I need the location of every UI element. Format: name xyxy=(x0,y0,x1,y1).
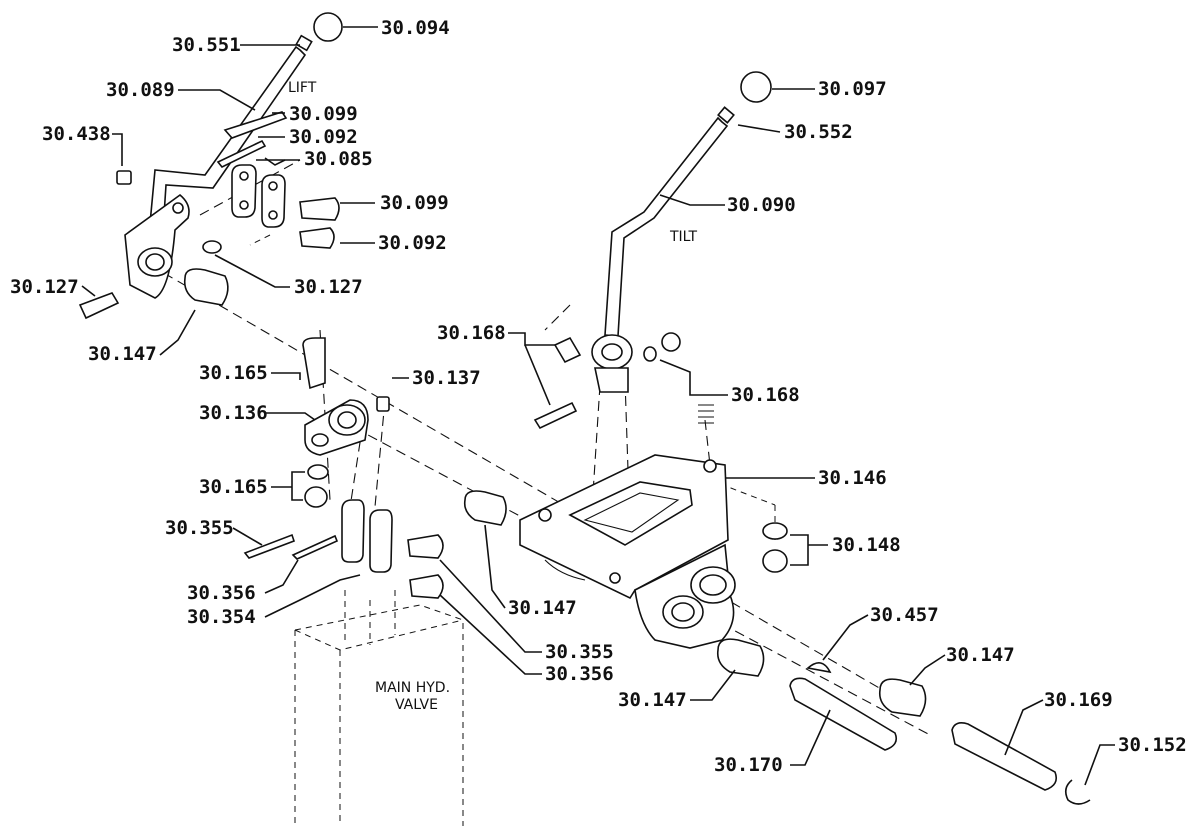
label-30147-mid: 30.147 xyxy=(508,597,577,619)
part-labels: 30.094 30.551 30.089 30.099 30.092 30.08… xyxy=(10,17,1187,776)
label-30136: 30.136 xyxy=(199,402,268,424)
spring-icon xyxy=(698,404,714,424)
label-30099: 30.099 xyxy=(380,192,449,214)
link-plate-low-1-icon xyxy=(341,499,365,563)
bolt-arm-icon xyxy=(302,337,326,390)
label-30099-top: 30.099 xyxy=(289,103,358,125)
cotter-top-icon xyxy=(223,111,288,139)
lift-caption: LIFT xyxy=(288,80,317,96)
shaft-short-icon xyxy=(789,677,898,751)
nut-tilt-icon xyxy=(661,332,681,352)
tilt-lever-assembly xyxy=(533,71,772,430)
label-30438: 30.438 xyxy=(42,123,111,145)
lever-tilt-clamp-icon xyxy=(594,367,629,393)
label-30147-right: 30.147 xyxy=(946,644,1015,666)
link-plate-1-icon xyxy=(231,164,257,218)
shaft-long-icon xyxy=(951,722,1058,791)
label-30168-bolt: 30.168 xyxy=(437,322,506,344)
bushing-right-icon xyxy=(878,678,927,717)
pin-low-2-icon xyxy=(409,574,444,599)
pin-clip-top-icon xyxy=(216,139,267,168)
washer-arm-icon xyxy=(307,464,329,480)
bushing-mid-icon xyxy=(463,490,507,526)
label-30168-nut: 30.168 xyxy=(731,384,800,406)
valve-caption-line1: MAIN HYD. xyxy=(375,680,450,696)
link-plate-2-icon xyxy=(261,174,286,228)
assembly-center-lines xyxy=(149,159,931,736)
link-plate-low-2-icon xyxy=(369,509,393,573)
label-30165-nut: 30.165 xyxy=(199,476,268,498)
knob-tilt-icon xyxy=(740,71,772,103)
label-30355-pin: 30.355 xyxy=(545,641,614,663)
leader-lines xyxy=(81,26,1115,786)
tilt-caption: TILT xyxy=(669,229,698,245)
nut-arm-icon xyxy=(304,486,328,508)
bushing-lift-icon xyxy=(183,268,229,306)
label-30094: 30.094 xyxy=(381,17,450,39)
label-30551: 30.551 xyxy=(172,34,241,56)
label-30092: 30.092 xyxy=(378,232,447,254)
label-30146: 30.146 xyxy=(818,467,887,489)
label-30169: 30.169 xyxy=(1044,689,1113,711)
key-icon xyxy=(806,662,832,674)
clevis-pin-1-icon xyxy=(299,197,340,221)
valve-caption-line2: VALVE xyxy=(395,697,438,713)
label-30457: 30.457 xyxy=(870,604,939,626)
spacer-arm-icon xyxy=(376,396,390,412)
bracket-assembly xyxy=(519,454,1091,805)
nut-lift-icon xyxy=(202,240,222,254)
adapter-tilt-icon xyxy=(717,106,735,124)
label-30127-nut: 30.127 xyxy=(294,276,363,298)
label-30089: 30.089 xyxy=(106,79,175,101)
bolt-lift-icon xyxy=(78,292,120,320)
bushing-lower-icon xyxy=(716,638,765,677)
washer-bracket-icon xyxy=(762,522,788,540)
bolt-tilt-icon xyxy=(533,401,578,430)
main-hydraulic-valve: MAIN HYD. VALVE xyxy=(294,590,464,826)
nut-bracket-icon xyxy=(762,549,788,573)
lever-lift-hub-icon xyxy=(124,193,190,299)
label-30085: 30.085 xyxy=(304,148,373,170)
label-30127-bolt: 30.127 xyxy=(10,276,79,298)
label-30552: 30.552 xyxy=(784,121,853,143)
label-30165-bolt: 30.165 xyxy=(199,362,268,384)
adapter-lift-icon xyxy=(295,34,313,52)
spacer-lift-icon xyxy=(116,170,132,185)
arm-assembly xyxy=(243,337,507,599)
label-30092-top: 30.092 xyxy=(289,126,358,148)
snap-ring-icon xyxy=(1064,779,1091,805)
cotter-low-icon xyxy=(243,533,296,559)
label-30356-pin: 30.356 xyxy=(545,663,614,685)
clip-low-icon xyxy=(291,534,339,560)
label-30097: 30.097 xyxy=(818,78,887,100)
lever-tilt-icon xyxy=(604,116,729,337)
label-30090: 30.090 xyxy=(727,194,796,216)
pin-low-1-icon xyxy=(407,534,444,559)
label-30355-cotter: 30.355 xyxy=(165,517,234,539)
label-30147-lower: 30.147 xyxy=(618,689,687,711)
label-30137: 30.137 xyxy=(412,367,481,389)
label-30147-lift: 30.147 xyxy=(88,343,157,365)
label-30356-clip: 30.356 xyxy=(187,582,256,604)
label-30170: 30.170 xyxy=(714,754,783,776)
knob-lift-icon xyxy=(313,12,343,42)
tilt-bracket-icon xyxy=(553,336,582,364)
clevis-pin-2-icon xyxy=(299,227,335,249)
label-30148: 30.148 xyxy=(832,534,901,556)
washer-tilt-icon xyxy=(643,346,657,362)
label-30354: 30.354 xyxy=(187,606,256,628)
lift-lever-assembly xyxy=(78,12,343,320)
label-30152: 30.152 xyxy=(1118,734,1187,756)
